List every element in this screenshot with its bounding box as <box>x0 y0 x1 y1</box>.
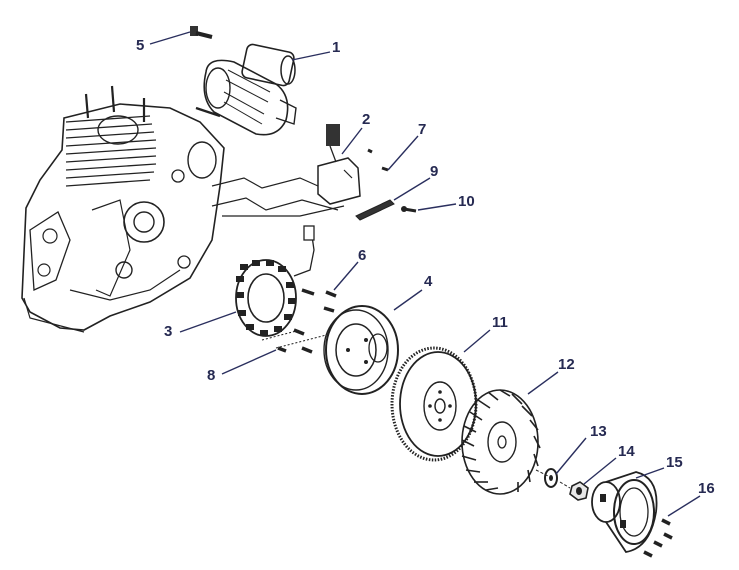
callout-3: 3 <box>164 323 173 340</box>
leader-lines <box>149 31 701 517</box>
callout-11: 11 <box>492 314 508 331</box>
starter-motor <box>195 43 297 136</box>
nut <box>569 481 589 501</box>
flywheel <box>390 346 478 462</box>
callout-2: 2 <box>362 111 371 128</box>
callout-14: 14 <box>618 443 635 460</box>
callout-12: 12 <box>558 356 575 373</box>
bolt <box>277 288 337 354</box>
voltage-regulator <box>317 124 361 205</box>
callout-5: 5 <box>136 37 145 54</box>
starter-cup <box>591 471 658 553</box>
callout-16: 16 <box>698 480 715 497</box>
engine-block <box>21 85 225 333</box>
callout-15: 15 <box>666 454 683 471</box>
callout-6: 6 <box>358 247 367 264</box>
bolt <box>190 26 213 39</box>
callout-10: 10 <box>458 193 475 210</box>
callout-9: 9 <box>430 163 439 180</box>
callout-4: 4 <box>424 273 433 290</box>
callout-13: 13 <box>590 423 607 440</box>
cooling-fan <box>461 389 541 495</box>
callout-7: 7 <box>418 121 427 138</box>
washer <box>544 468 558 488</box>
callout-8: 8 <box>207 367 216 384</box>
rotor <box>323 305 399 395</box>
screw <box>643 518 673 558</box>
bracket <box>355 199 417 221</box>
screw <box>367 148 389 172</box>
stator-coil <box>235 225 315 337</box>
callout-1: 1 <box>332 39 341 56</box>
